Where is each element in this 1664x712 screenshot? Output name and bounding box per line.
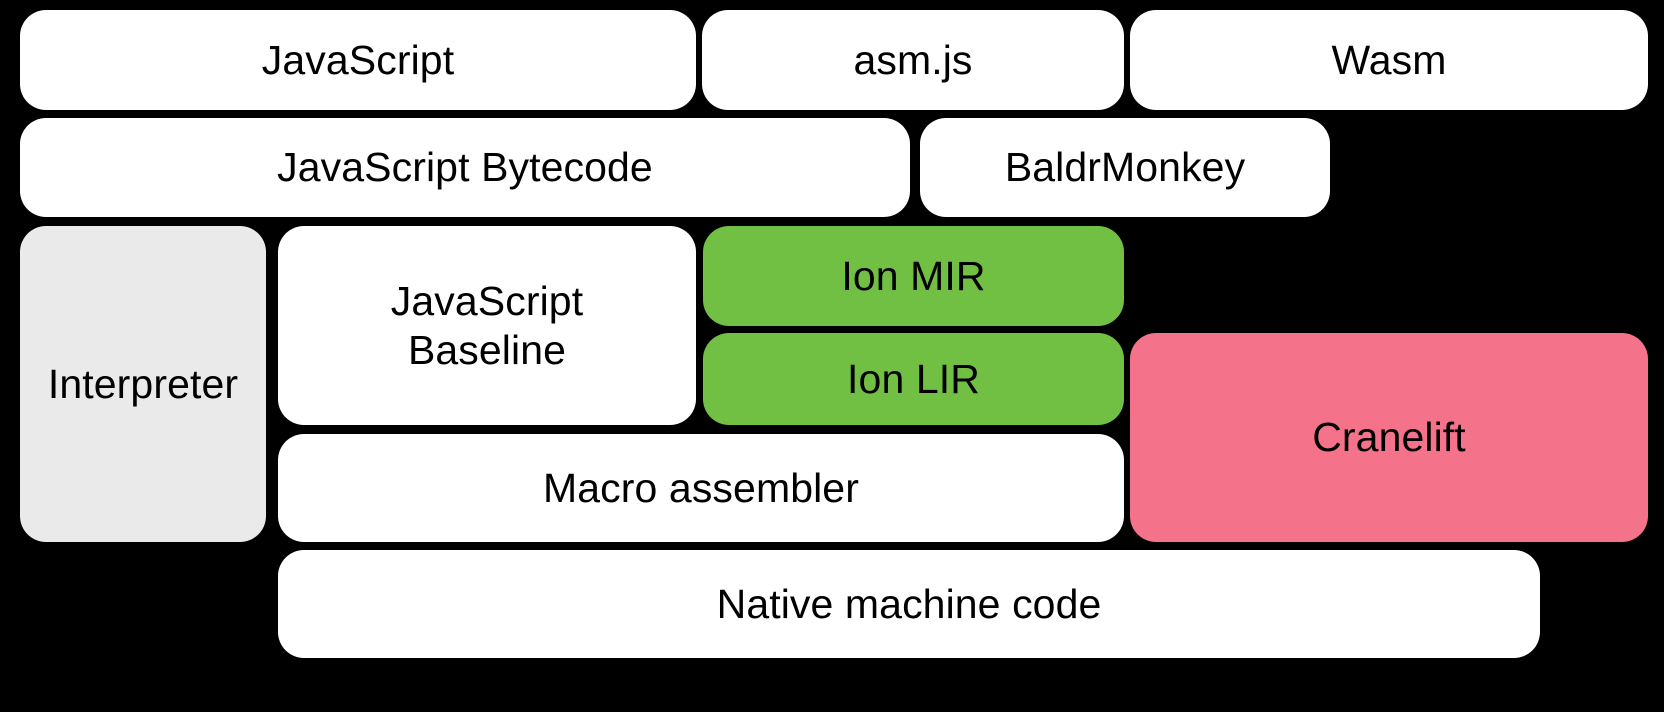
- node-javascript-bytecode[interactable]: JavaScript Bytecode: [20, 118, 910, 217]
- node-native-machine-code[interactable]: Native machine code: [278, 550, 1540, 658]
- node-javascript-baseline[interactable]: JavaScript Baseline: [278, 226, 696, 425]
- node-interpreter[interactable]: Interpreter: [20, 226, 266, 542]
- node-baldrmonkey[interactable]: BaldrMonkey: [920, 118, 1330, 217]
- node-cranelift[interactable]: Cranelift: [1130, 333, 1648, 542]
- node-javascript[interactable]: JavaScript: [20, 10, 696, 110]
- node-ion-mir[interactable]: Ion MIR: [703, 226, 1124, 326]
- node-asmjs[interactable]: asm.js: [702, 10, 1124, 110]
- node-macro-assembler[interactable]: Macro assembler: [278, 434, 1124, 542]
- node-ion-lir[interactable]: Ion LIR: [703, 333, 1124, 425]
- node-wasm[interactable]: Wasm: [1130, 10, 1648, 110]
